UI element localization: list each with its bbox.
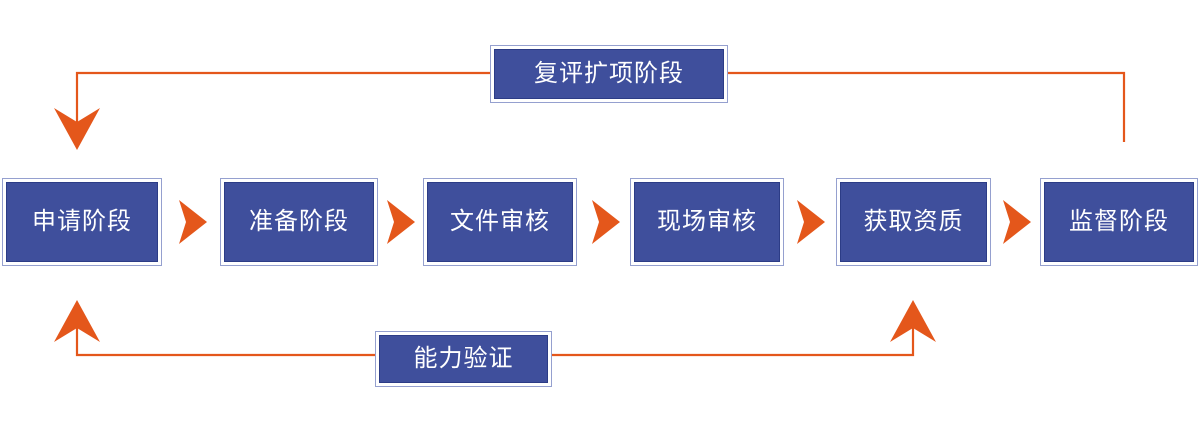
node-recert-stage-label: 复评扩项阶段: [534, 60, 684, 87]
node-step-6[interactable]: 监督阶段: [1040, 178, 1198, 266]
node-step-2-label: 准备阶段: [249, 208, 349, 235]
chevron-right-icon: [592, 200, 620, 244]
node-recert-stage-fill: 复评扩项阶段: [494, 49, 724, 99]
arrowhead-up-icon: [54, 300, 100, 342]
connector-competency-to-application: [54, 300, 375, 357]
node-competency-verification-fill: 能力验证: [379, 335, 548, 383]
chevron-right-icon: [797, 200, 825, 244]
connector-recert-to-application: [54, 71, 490, 150]
node-step-3[interactable]: 文件审核: [423, 178, 577, 266]
node-recert-stage[interactable]: 复评扩项阶段: [490, 45, 728, 103]
arrowhead-down-icon: [54, 108, 100, 150]
node-step-5[interactable]: 获取资质: [836, 178, 991, 266]
chevron-right-icon: [1003, 200, 1031, 244]
arrowhead-up-icon: [890, 300, 936, 342]
node-competency-verification[interactable]: 能力验证: [375, 331, 552, 387]
node-step-3-fill: 文件审核: [427, 182, 573, 262]
node-step-1-label: 申请阶段: [32, 208, 132, 235]
node-step-1-fill: 申请阶段: [6, 182, 158, 262]
node-step-6-fill: 监督阶段: [1044, 182, 1194, 262]
connector-supervision-to-recert: [728, 71, 1126, 142]
node-competency-verification-label: 能力验证: [413, 345, 514, 372]
node-step-6-label: 监督阶段: [1069, 208, 1169, 235]
connector-competency-to-qualification: [552, 300, 936, 357]
node-step-4-fill: 现场审核: [634, 182, 780, 262]
step-chevrons-group: [179, 200, 1031, 244]
node-step-4-label: 现场审核: [657, 208, 757, 235]
node-step-5-fill: 获取资质: [840, 182, 987, 262]
node-step-2-fill: 准备阶段: [224, 182, 374, 262]
node-step-4[interactable]: 现场审核: [630, 178, 784, 266]
chevron-right-icon: [179, 200, 207, 244]
node-step-2[interactable]: 准备阶段: [220, 178, 378, 266]
chevron-right-icon: [387, 200, 415, 244]
node-step-1[interactable]: 申请阶段: [2, 178, 162, 266]
node-step-5-label: 获取资质: [863, 208, 964, 235]
node-step-3-label: 文件审核: [450, 208, 550, 235]
